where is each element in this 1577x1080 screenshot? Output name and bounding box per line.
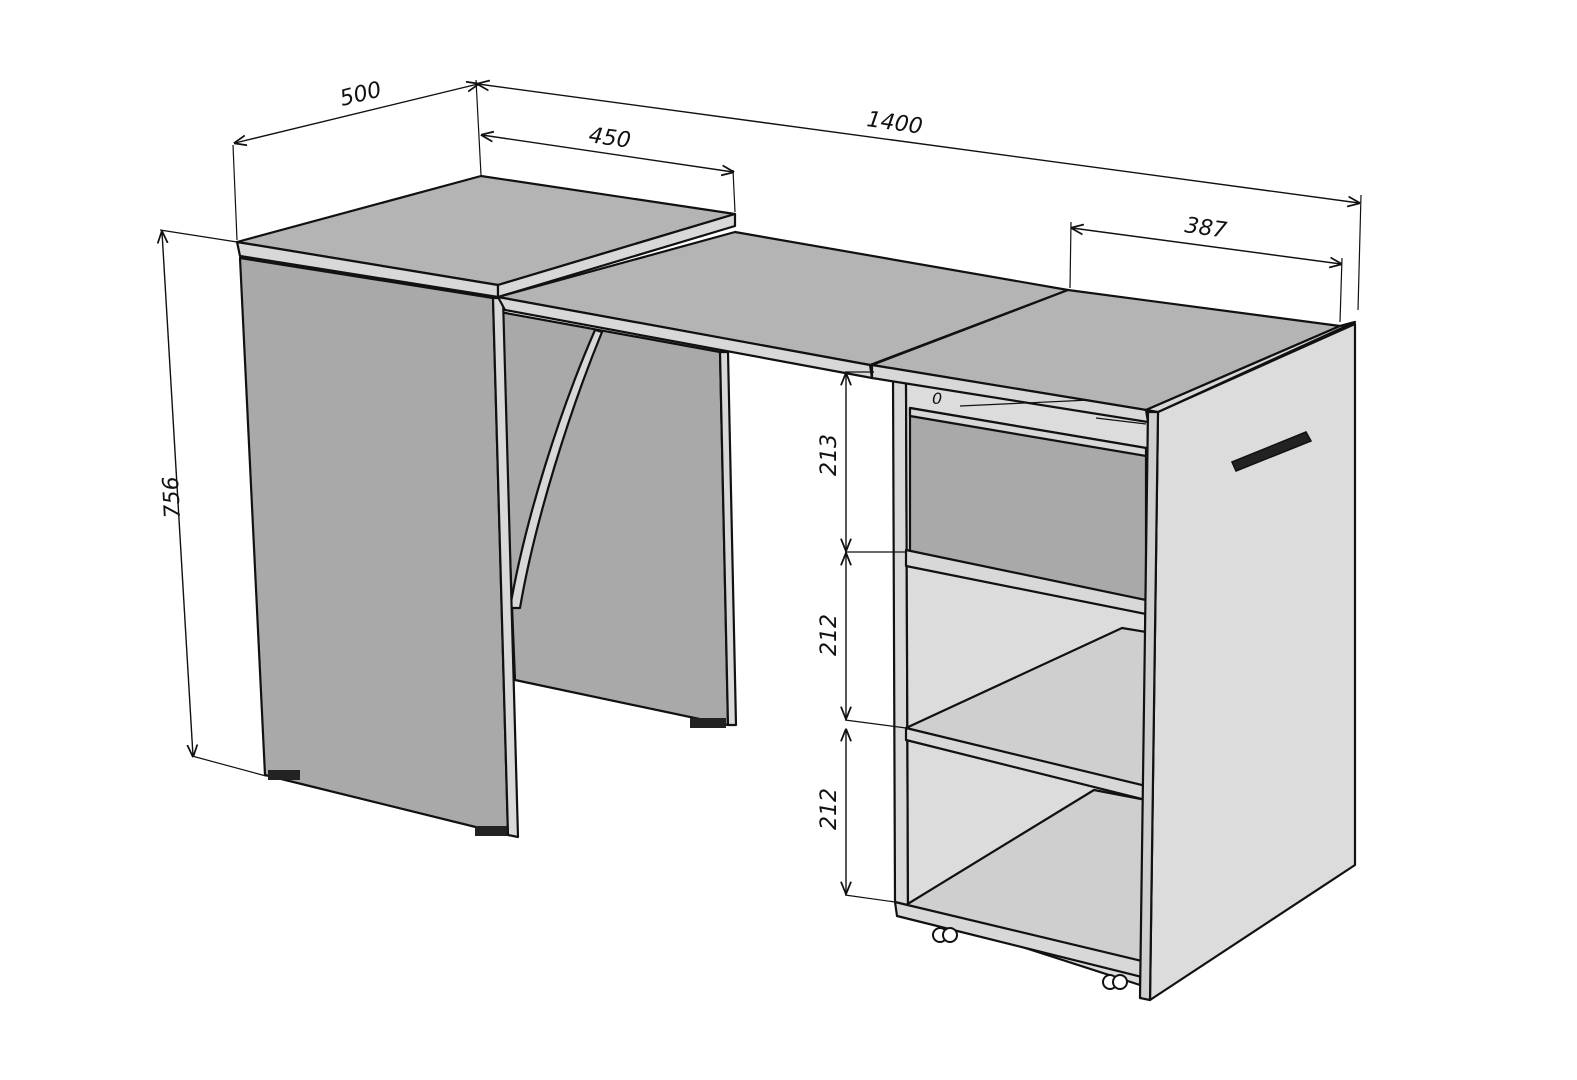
curved-brace [508, 328, 604, 610]
dim-label-212-a: 212 [817, 614, 842, 656]
drawer-top-edge [908, 406, 1148, 458]
handle-icon [1230, 431, 1313, 472]
left-leg-foot-b [475, 826, 507, 836]
drawer-small-label: 0 [932, 389, 942, 408]
dim-label-1400: 1400 [865, 107, 924, 140]
cabinet-right-panel [1148, 322, 1357, 1002]
back-leg-foot [690, 718, 726, 728]
dim-label-212-b: 212 [817, 788, 842, 830]
dim-label-387: 387 [1183, 213, 1228, 244]
left-top-side-edge [496, 212, 737, 299]
back-leg-edge [718, 350, 738, 727]
dim-label-756: 756 [159, 476, 186, 519]
caster-left-icon [932, 927, 958, 943]
dim-line-500 [235, 84, 478, 143]
left-leg-foot-a [268, 770, 300, 780]
dim-label-450: 450 [587, 123, 632, 154]
dim-label-500: 500 [337, 77, 384, 111]
dim-line-387 [1072, 228, 1341, 264]
cabinet-top-side-edge [1144, 320, 1357, 414]
dim-line-1400 [478, 84, 1359, 203]
cabinet-top-front-edge [870, 363, 1150, 424]
caster-right-icon [1102, 974, 1128, 990]
dim-label-213: 213 [817, 434, 842, 476]
left-leg-panel [238, 256, 510, 837]
dim-line-756 [162, 232, 193, 756]
